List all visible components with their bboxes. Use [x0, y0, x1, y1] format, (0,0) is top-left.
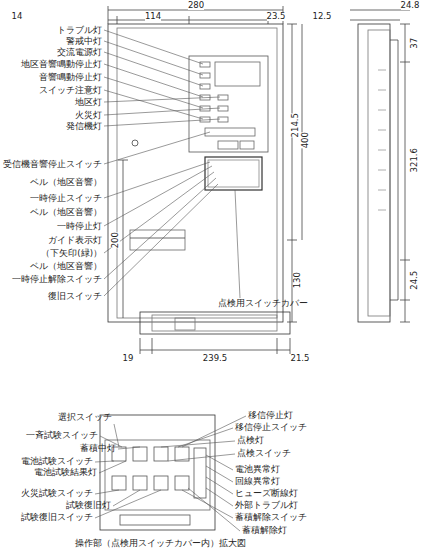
dimension-label: 24.8: [401, 1, 420, 10]
dimension-label: 400: [301, 132, 310, 148]
callout-label: トラブル灯: [57, 26, 102, 35]
dimension-label: 321.6: [410, 148, 419, 172]
callout-label: 移信停止灯: [248, 411, 293, 420]
callout-label: 蓄積中灯: [80, 444, 116, 453]
callout-label: 試験復旧スイッチ: [21, 513, 93, 522]
dimension-label: 14: [12, 12, 23, 21]
dimension-label: 12.5: [313, 12, 332, 21]
dimension-label: 21.5: [291, 354, 310, 363]
dimension-label: 19: [123, 354, 134, 363]
callout-label: 点検スイッチ: [237, 449, 291, 458]
callout-label: 蓄積解除スイッチ: [235, 513, 307, 522]
dimension-label: 114: [145, 12, 161, 21]
callout-label: 蓄積解除灯: [242, 526, 287, 535]
dimension-label: 24.5: [410, 271, 419, 290]
callout-label: 交流電源灯: [57, 48, 102, 57]
callout-label: 一斉試験スイッチ: [26, 431, 98, 440]
callout-label: 外部トラブル灯: [235, 501, 298, 510]
callout-label: （下矢印(緑)）: [41, 249, 102, 258]
callout-label: ヒューズ断線灯: [235, 489, 298, 498]
callout-label: ガイド表示灯: [48, 236, 102, 245]
callout-label: 火災試験スイッチ: [21, 489, 93, 498]
dimension-label: 37: [410, 38, 419, 49]
dimension-label: 130: [293, 272, 302, 288]
dimension-label: 214.5: [291, 113, 300, 137]
callout-label: ベル（地区音響）: [30, 262, 102, 271]
callout-label: 試験復旧灯: [66, 501, 111, 510]
callout-label: 地区灯: [75, 98, 102, 107]
dimension-label: 200: [111, 232, 120, 248]
figure-caption: 操作部（点検用スイッチカバー内）拡大図: [75, 539, 246, 548]
callout-label: 点検用スイッチカバー: [218, 299, 308, 308]
callout-label: 受信機音響停止スイッチ: [3, 160, 102, 169]
callout-label: ベル（地区音響）: [30, 178, 102, 187]
dimension-label: 23.5: [267, 12, 286, 21]
callout-label: 音響鳴動停止灯: [39, 73, 102, 82]
callout-label: 点検灯: [237, 436, 264, 445]
callout-label: 警戒中灯: [66, 37, 102, 46]
callout-label: 復旧スイッチ: [48, 292, 102, 301]
dimension-label: 280: [188, 1, 204, 10]
callout-label: 地区音響鳴動停止灯: [21, 60, 102, 69]
dimension-label: 239.5: [203, 354, 227, 363]
callout-label: 移信停止スイッチ: [235, 423, 307, 432]
callout-label: 発信機灯: [66, 122, 102, 131]
callout-label: 一時停止スイッチ: [30, 194, 102, 203]
callout-label: 電池試験結果灯: [34, 468, 97, 477]
callout-label: ベル（地区音響）: [30, 208, 102, 217]
callout-label: スイッチ注意灯: [39, 86, 102, 95]
callout-label: 選択スイッチ: [58, 413, 112, 422]
callout-label: 一時停止解除スイッチ: [12, 275, 102, 284]
callout-label: 一時停止灯: [57, 222, 102, 231]
callout-label: 電池異常灯: [235, 465, 280, 474]
callout-label: 電池試験スイッチ: [21, 457, 93, 466]
callout-label: 回線異常灯: [235, 477, 280, 486]
callout-label: 火災灯: [75, 111, 102, 120]
